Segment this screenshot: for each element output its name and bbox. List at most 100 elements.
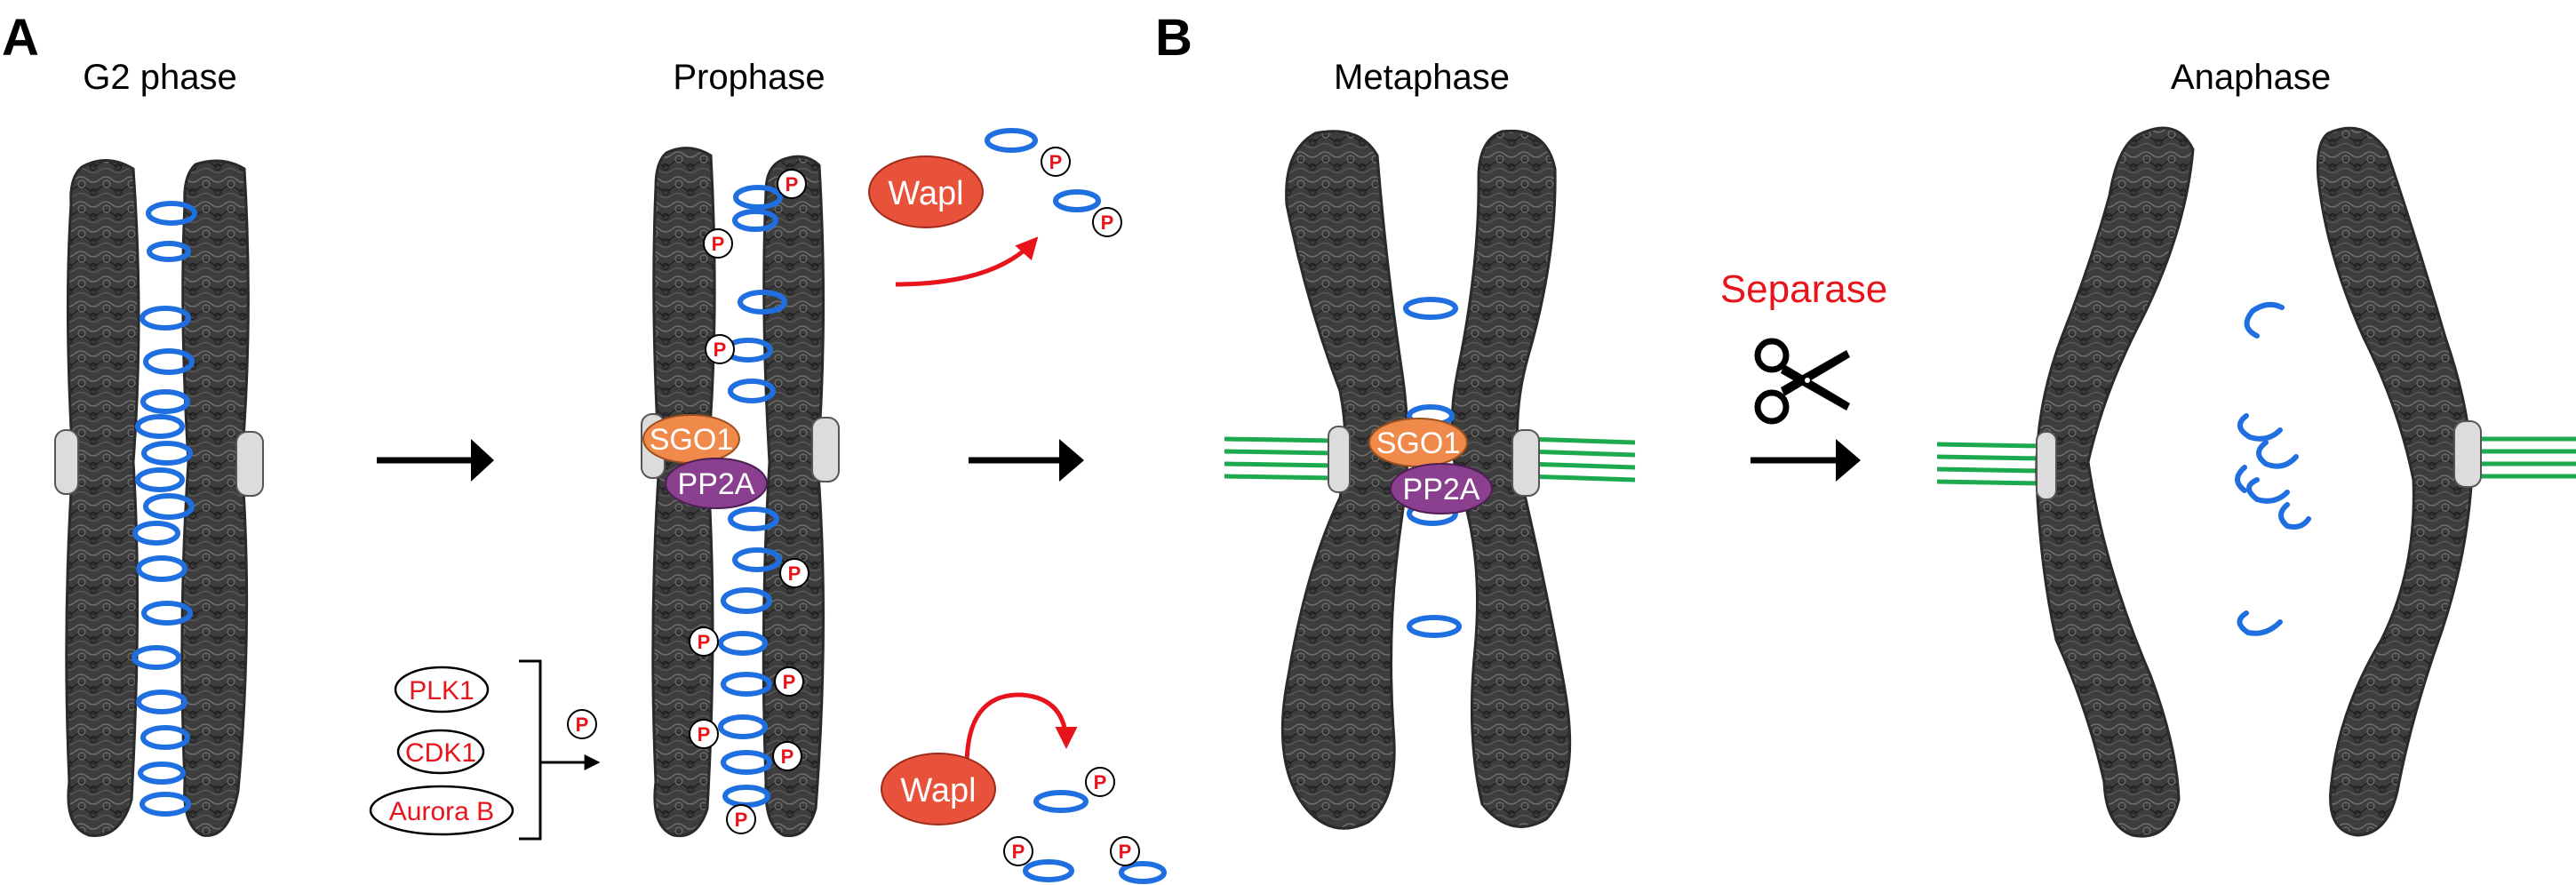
released-cohesin-ring [1023,859,1074,882]
pp2a-protein [665,458,768,509]
wapl-protein [881,753,996,825]
phospho-label: P [698,723,711,745]
cohesin-ring-icon [140,792,191,817]
chromatid-right [2316,126,2474,837]
cohesin-ring-icon [146,201,197,226]
stage-title-anaphase: Anaphase [2171,58,2331,97]
phospho-label: P [735,809,748,831]
wapl-bottom: Wapl P P P [881,692,1167,884]
phospho-label: P [712,233,725,255]
cohesin-ring-icon [143,493,195,520]
kinase-bracket [519,659,542,841]
cohesin-ring-icon [1403,297,1458,320]
g2-chromosome [54,158,264,837]
cohesin-ring-icon [728,506,779,531]
phospho-badge [779,558,809,588]
phospho-label: P [576,714,589,736]
released-cohesin-ring [1053,189,1101,212]
cohesin-ring-icon [138,761,186,785]
phospho-badge [567,709,597,739]
cohesin-ring-icon [136,690,187,714]
cohesin-ring-icon [141,601,193,626]
phospho-badge [774,666,804,697]
cohesin-ring-icon [147,241,191,262]
wapl-top: Wapl P P [868,128,1122,287]
chromatid-left [65,158,140,837]
cleaved-cohesin-ring-icon [2235,465,2247,493]
phospho-badge [1041,147,1071,177]
cohesin-ring-icon [140,306,191,331]
kinase-aurora-b [369,785,514,836]
wapl-label: Wapl [900,772,976,809]
wapl-release-arrow [964,692,1078,767]
cohesin-ring-icon [733,185,783,210]
kinase-cdk1 [396,729,485,775]
panel-letter-a: A [2,9,39,67]
phospho-badge [1085,767,1115,797]
chromatid-left [2035,126,2195,838]
cohesin-ring-icon [721,750,772,775]
phospho-label: P [1049,151,1063,173]
sgo1-label: SGO1 [1376,427,1460,460]
prophase-chromosome: SGO1 PP2A P P P P P P P P P [641,147,840,838]
sgo1-label: SGO1 [650,423,733,457]
kinetochore-icon [1511,429,1540,497]
arrow-head [1836,439,1861,482]
phospho-label: P [1101,211,1114,234]
kinetochore-icon [811,417,840,482]
phospho-badge [689,719,719,749]
released-cohesin-ring [985,128,1038,153]
phospho-label: P [783,671,796,693]
prophase-phospho-badges: P P P P P P P P P [689,169,809,834]
wapl-label: Wapl [888,175,963,212]
cohesin-ring-icon [140,389,190,414]
cleaved-cohesin-ring-icon [2256,440,2299,469]
phospho-label: P [698,631,711,653]
cleaved-cohesin-ring-icon [2237,610,2283,636]
cohesin-ring-icon [738,290,787,315]
released-cohesin-ring [1033,790,1089,813]
phospho-label: P [1012,841,1025,863]
phospho-label: P [788,562,802,585]
kinase-aurora-b-label: Aurora B [389,797,494,826]
chromatid-right [762,155,825,838]
cohesin-rings-g2 [132,201,197,817]
cohesin-ring-icon [140,725,190,750]
cohesin-ring-icon [135,414,185,439]
pp2a-label: PP2A [678,467,755,501]
kinetochore-icon [1328,426,1351,493]
panel-letter-b: B [1155,9,1192,67]
cohesin-ring-icon [721,587,772,614]
phospho-badge [689,626,719,657]
cohesin-ring-icon [721,672,772,697]
cohesin-ring-icon [732,209,778,232]
kinetochore-icon [54,429,79,495]
cohesin-ring-icon [132,645,181,670]
cohesin-ring-icon [718,714,768,739]
kinetochore-icon [2453,420,2482,488]
phospho-badge [705,334,735,364]
cohesin-ring-icon [135,467,185,492]
kinetochore-icon [235,431,264,497]
cohesin-ring-icon [718,631,768,656]
cleaved-cohesin-ring-icon [2246,477,2290,504]
separase-step: Separase [1720,267,1887,482]
phospho-badge [772,741,802,771]
phospho-badge [1110,836,1140,866]
cleaved-cohesin-ring-icon [2244,301,2285,339]
wapl-protein [868,155,984,228]
released-cohesin-ring [1119,861,1167,884]
phospho-label: P [781,745,794,768]
cohesin-ring-icon [728,379,776,403]
phospho-label: P [714,339,727,361]
cohesin-ring-icon [136,555,187,582]
cohesin-ring-icon [143,348,195,375]
anaphase-chromosomes [1936,126,2576,838]
separase-label: Separase [1720,267,1887,311]
cohesin-ring-icon [1407,615,1462,638]
microtubule-icon [1936,436,2576,486]
phospho-badge [1003,836,1033,866]
kinase-plk1 [394,666,490,714]
phospho-badge [1092,207,1122,237]
